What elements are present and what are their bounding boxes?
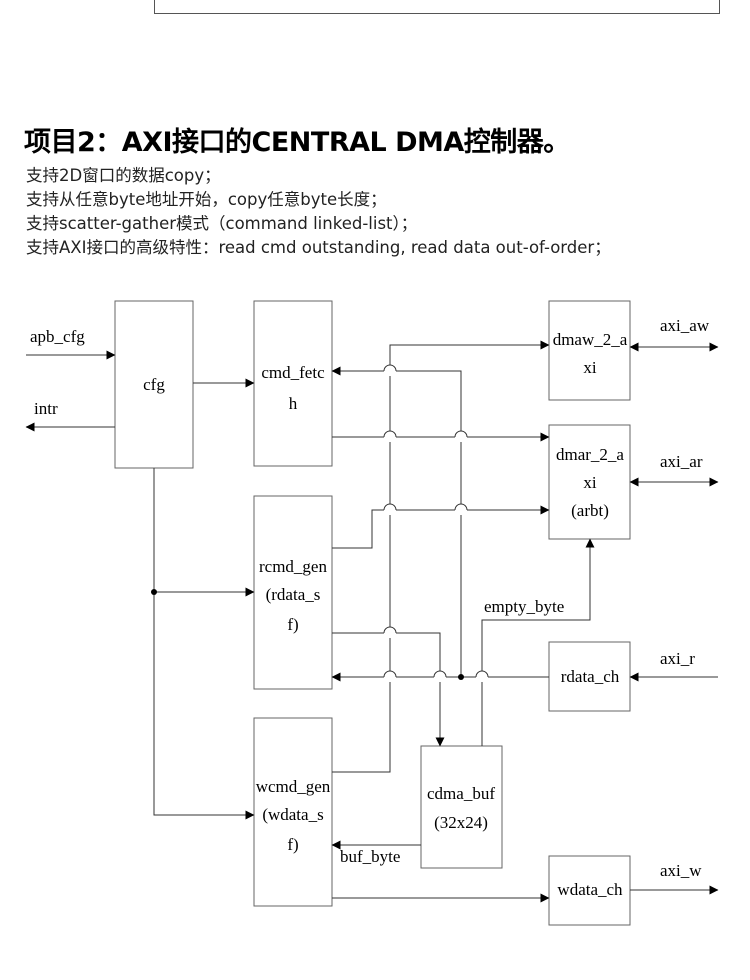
rcmd-gen-label-2: (rdata_s [266,585,321,604]
intr-label: intr [34,399,58,418]
dma-block-diagram: cfg cmd_fetc h rcmd_gen (rdata_s f) wcmd… [25,300,719,926]
rcmd-to-dmar-wire [332,505,550,549]
rcmd-gen-block [253,495,333,690]
dmar-label-2: xi [583,473,597,492]
axi-ar-label: axi_ar [660,452,703,471]
wcmd-gen-label-3: f) [287,835,298,854]
axi-r-label: axi_r [660,649,695,668]
junction-dot [151,589,157,595]
crossover-hops [383,364,489,682]
dmaw-label-2: xi [583,358,597,377]
rdata-ch-block [548,641,631,712]
rcmd-to-cdma-buf-wire [332,632,445,747]
buf-byte-label: buf_byte [340,847,400,866]
dmar-2-axi-block [548,424,631,540]
cfg-to-wcmd-wire [153,468,255,820]
cmd-fetch-label-1: cmd_fetc [261,363,325,382]
wcmd-to-dmaw-wire [332,340,550,773]
wcmd-gen-block [253,717,333,907]
rcmd-gen-label-1: rcmd_gen [259,557,327,576]
project-title: 项目2：AXI接口的CENTRAL DMA控制器。 [24,127,570,158]
empty-byte-wire [481,538,595,746]
feature-line-4: 支持AXI接口的高级特性：read cmd outstanding, read … [26,238,611,257]
feature-line-1: 支持2D窗口的数据copy； [26,166,221,185]
dmaw-2-axi-block [548,300,631,401]
axi-aw-label: axi_aw [660,316,710,335]
to-cmd-fetch-wire [331,366,462,677]
cfg-label: cfg [143,375,165,394]
cmd-fetch-block [253,300,333,467]
empty-byte-label: empty_byte [484,597,564,616]
dmaw-label-1: dmaw_2_a [553,330,628,349]
cmd-fetch-label-2: h [289,394,298,413]
rcmd-gen-label-3: f) [287,615,298,634]
dmar-label-1: dmar_2_a [556,445,624,464]
rdata-ch-label: rdata_ch [561,667,620,686]
junction-dot [458,674,464,680]
cfg-block [114,300,194,469]
wdata-ch-block [548,855,631,926]
top-frame-border [154,0,720,14]
dmar-label-3: (arbt) [571,501,609,520]
wcmd-gen-label-1: wcmd_gen [256,777,331,796]
wcmd-gen-label-2: (wdata_s [262,805,323,824]
cdma-buf-block [420,745,503,869]
feature-line-3: 支持scatter-gather模式（command linked-list）； [26,214,418,233]
cdma-buf-label-2: (32x24) [434,813,488,832]
feature-line-2: 支持从任意byte地址开始，copy任意byte长度； [26,190,387,209]
apb-cfg-label: apb_cfg [30,327,85,346]
axi-w-label: axi_w [660,861,702,880]
wdata-ch-label: wdata_ch [557,880,623,899]
cdma-buf-label-1: cdma_buf [427,784,495,803]
